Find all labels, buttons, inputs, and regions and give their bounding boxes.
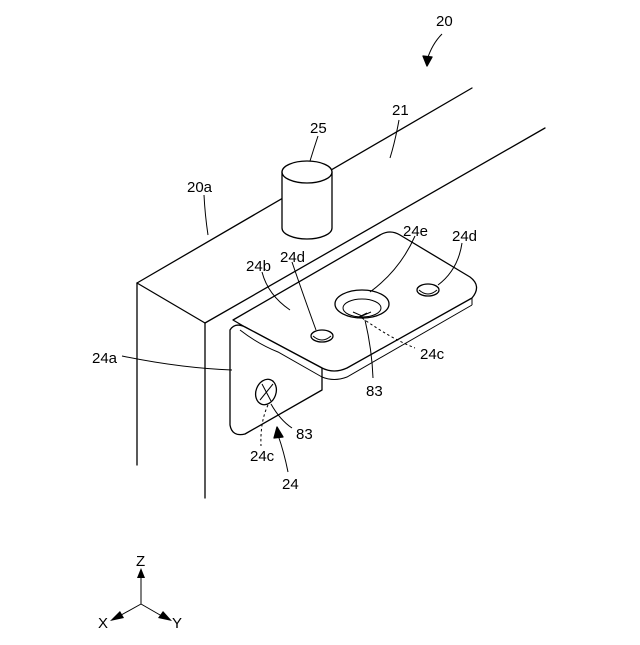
axis-label-z: Z — [136, 553, 145, 570]
label-24b: 24b — [246, 258, 271, 275]
axis-label-y: Y — [172, 615, 182, 632]
label-24: 24 — [282, 476, 299, 493]
label-20: 20 — [436, 13, 453, 30]
label-24d-right: 24d — [452, 228, 477, 245]
axis-indicator: Z X Y — [98, 553, 182, 632]
label-21: 21 — [392, 102, 409, 119]
label-83-upper: 83 — [366, 383, 383, 400]
label-24c-lower: 24c — [250, 448, 275, 465]
label-83-lower: 83 — [296, 426, 313, 443]
axis-label-x: X — [98, 615, 108, 632]
label-24d-left: 24d — [280, 249, 305, 266]
cylinder-part — [282, 161, 332, 239]
label-24c-upper: 24c — [420, 346, 445, 363]
label-20a: 20a — [187, 179, 213, 196]
label-24e: 24e — [403, 223, 428, 240]
label-24a: 24a — [92, 350, 118, 367]
label-25: 25 — [310, 120, 327, 137]
